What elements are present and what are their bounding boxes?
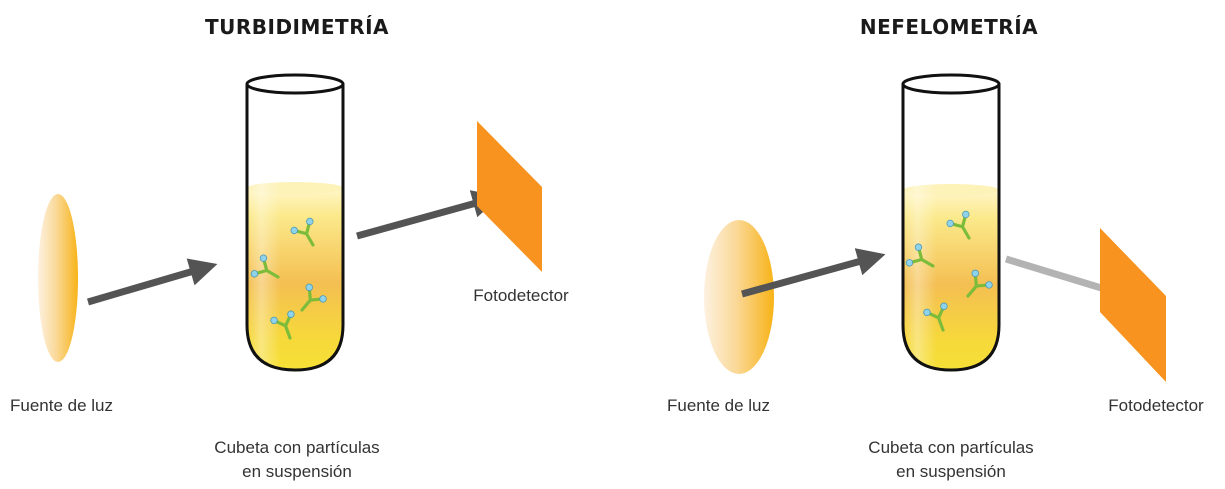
cuvette-label-line1: Cubeta con partículas (214, 438, 379, 457)
cuvette-label-line1: Cubeta con partículas (868, 438, 1033, 457)
cuvette-label-line2: en suspensión (896, 462, 1006, 481)
panel-title: NEFELOMETRÍA (860, 15, 1038, 39)
panel-nefelometria: NEFELOMETRÍA Fotodetector Fue (667, 15, 1204, 481)
light-source-lamp-icon (38, 194, 78, 362)
light-source-lamp-icon (704, 220, 774, 374)
cuvette-tube-icon (245, 73, 345, 372)
panel-turbidimetria: TURBIDIMETRÍA Fotodetector Fu (10, 15, 569, 481)
incident-light-arrow (741, 248, 886, 298)
detector-label: Fotodetector (473, 286, 569, 305)
incident-light-arrow (87, 258, 218, 306)
photodetector-panel-icon (477, 121, 542, 272)
detector-label: Fotodetector (1108, 396, 1204, 415)
photodetector-panel-icon (1100, 228, 1166, 382)
light-source-label: Fuente de luz (667, 396, 770, 415)
transmitted-light-arrow (356, 190, 501, 240)
cuvette-tube-icon (901, 73, 1001, 372)
cuvette-label-line2: en suspensión (242, 462, 352, 481)
light-source-label: Fuente de luz (10, 396, 113, 415)
panel-title: TURBIDIMETRÍA (205, 15, 389, 39)
